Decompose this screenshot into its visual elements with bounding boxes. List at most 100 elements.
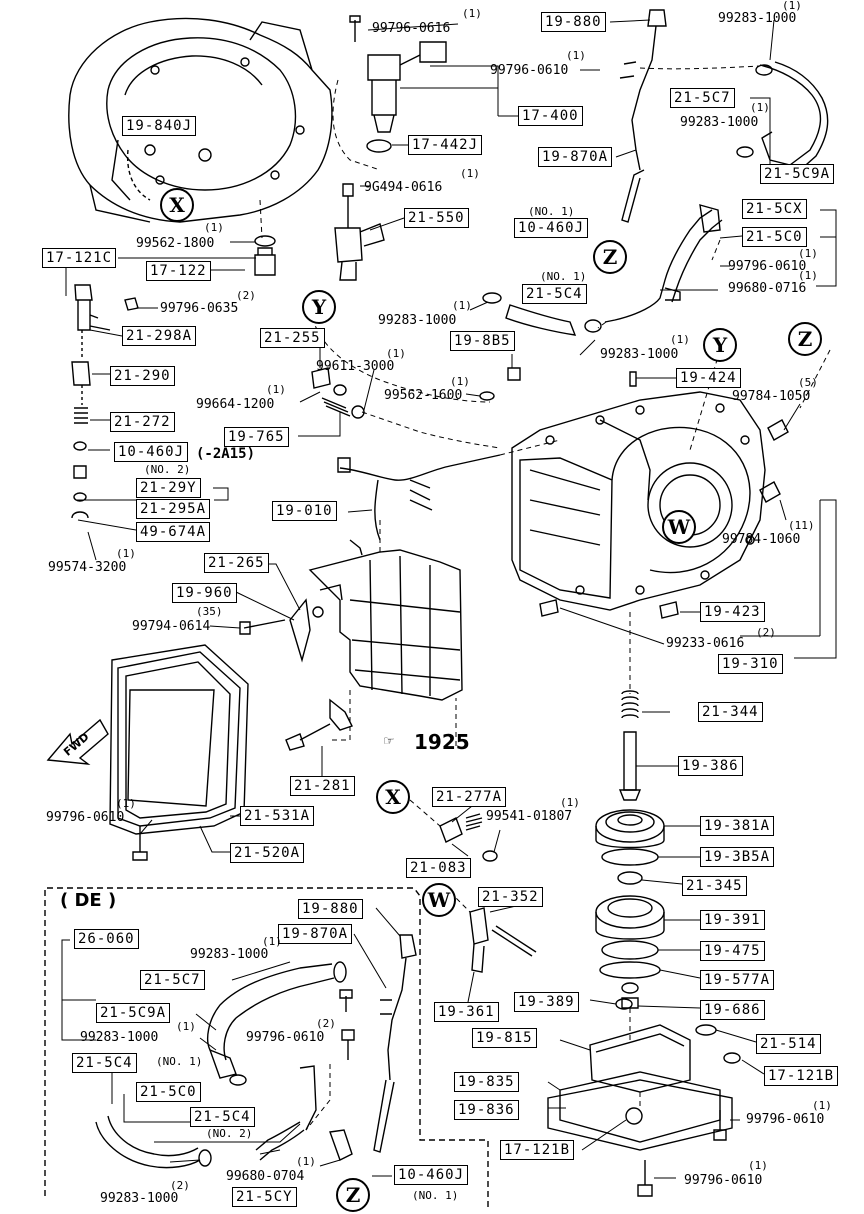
part-99794-0614: 99794-0614: [132, 619, 211, 634]
callout-z[interactable]: Z: [593, 240, 627, 274]
qty: (1): [798, 269, 818, 282]
ref-19-815[interactable]: 19-815: [472, 1028, 537, 1048]
qty: (1): [812, 1099, 832, 1112]
ref-19-391[interactable]: 19-391: [700, 910, 765, 930]
ref-19-577a[interactable]: 19-577A: [700, 970, 775, 990]
part-99680-0716: 99680-0716: [728, 281, 807, 296]
qty: (2): [756, 626, 776, 639]
qty: (1): [748, 1159, 768, 1172]
hand-pointer-icon: ☞: [384, 731, 394, 750]
qty: (1): [462, 7, 482, 20]
qty: (1): [460, 167, 480, 180]
ref-19-840j[interactable]: 19-840J: [122, 116, 197, 136]
ref-17-442j[interactable]: 17-442J: [408, 135, 483, 155]
callout-x[interactable]: X: [160, 188, 194, 222]
ref-17-400[interactable]: 17-400: [518, 106, 583, 126]
ref-19-836[interactable]: 19-836: [454, 1100, 519, 1120]
ref-21-083[interactable]: 21-083: [406, 858, 471, 878]
ref-21-5c7-de[interactable]: 21-5C7: [140, 970, 205, 990]
fwd-arrow-drawing: [48, 720, 108, 764]
ref-1925[interactable]: 1925: [414, 730, 470, 754]
callout-w-case[interactable]: W: [662, 510, 696, 544]
ref-21-550[interactable]: 21-550: [404, 208, 469, 228]
part-99574-3200: 99574-3200: [48, 560, 127, 575]
ref-19-835[interactable]: 19-835: [454, 1072, 519, 1092]
ref-17-121b-b[interactable]: 17-121B: [500, 1140, 575, 1160]
part-99784-1060: 99784-1060: [722, 532, 801, 547]
ref-21-277a[interactable]: 21-277A: [432, 787, 507, 807]
ref-17-122[interactable]: 17-122: [146, 261, 211, 281]
ref-17-121c[interactable]: 17-121C: [42, 248, 117, 268]
ref-19-475[interactable]: 19-475: [700, 941, 765, 961]
ref-19-765[interactable]: 19-765: [224, 427, 289, 447]
ref-21-265[interactable]: 21-265: [204, 553, 269, 573]
ref-21-520a[interactable]: 21-520A: [230, 843, 305, 863]
ref-26-060[interactable]: 26-060: [74, 929, 139, 949]
ref-21-344[interactable]: 21-344: [698, 702, 763, 722]
ref-21-514[interactable]: 21-514: [756, 1034, 821, 1054]
ref-49-674a[interactable]: 49-674A: [136, 522, 211, 542]
ref-21-5c9a-de[interactable]: 21-5C9A: [96, 1003, 171, 1023]
part-99796-0610-b: 99796-0610: [728, 259, 807, 274]
oil-pan-drawing: [110, 645, 248, 860]
qty: (1): [798, 247, 818, 260]
ref-19-880-de[interactable]: 19-880: [298, 899, 363, 919]
ref-21-345[interactable]: 21-345: [682, 876, 747, 896]
ref-19-423[interactable]: 19-423: [700, 602, 765, 622]
callout-w-parts[interactable]: W: [422, 883, 456, 917]
ref-19-389[interactable]: 19-389: [514, 992, 579, 1012]
ref-10-460j-de[interactable]: 10-460J: [394, 1165, 469, 1185]
callout-x-parts[interactable]: X: [376, 780, 410, 814]
callout-y-case[interactable]: Y: [703, 328, 737, 362]
ref-21-5c0-de[interactable]: 21-5C0: [136, 1082, 201, 1102]
callout-z-de[interactable]: Z: [336, 1178, 370, 1212]
left-column-parts: [72, 235, 276, 518]
ref-21-272[interactable]: 21-272: [110, 412, 175, 432]
ref-19-361[interactable]: 19-361: [434, 1002, 499, 1022]
part-99562-1600: 99562-1600: [384, 388, 463, 403]
ref-19-8b5[interactable]: 19-8B5: [450, 331, 515, 351]
ref-21-5c0-top[interactable]: 21-5C0: [742, 227, 807, 247]
ref-21-298a[interactable]: 21-298A: [122, 326, 197, 346]
callout-y[interactable]: Y: [302, 290, 336, 324]
ref-19-010[interactable]: 19-010: [272, 501, 337, 521]
ref-10-460j-mid[interactable]: 10-460J: [114, 442, 189, 462]
ref-19-424[interactable]: 19-424: [676, 368, 741, 388]
note-no2: (NO. 2): [144, 463, 191, 476]
ref-21-281[interactable]: 21-281: [290, 776, 355, 796]
callout-z-case[interactable]: Z: [788, 322, 822, 356]
qty: (1): [452, 299, 472, 312]
ref-21-29y[interactable]: 21-29Y: [136, 478, 201, 498]
qty: (1): [782, 0, 802, 12]
ref-19-960[interactable]: 19-960: [172, 583, 237, 603]
qty: (1): [116, 547, 136, 560]
part-99562-1800: 99562-1800: [136, 236, 215, 251]
ref-21-290[interactable]: 21-290: [110, 366, 175, 386]
ref-19-870a-de[interactable]: 19-870A: [278, 924, 353, 944]
ref-21-5cy[interactable]: 21-5CY: [232, 1187, 297, 1207]
ref-10-460j-top[interactable]: 10-460J: [514, 218, 589, 238]
ref-21-5c7-top[interactable]: 21-5C7: [670, 88, 735, 108]
ref-19-880-top[interactable]: 19-880: [541, 12, 606, 32]
ref-19-381a[interactable]: 19-381A: [700, 816, 775, 836]
ref-19-870a-top[interactable]: 19-870A: [538, 147, 613, 167]
ref-21-255[interactable]: 21-255: [260, 328, 325, 348]
part-99796-0610-c: 99796-0610: [46, 810, 125, 825]
ref-21-531a[interactable]: 21-531A: [240, 806, 315, 826]
ref-21-5c9a-top[interactable]: 21-5C9A: [760, 164, 835, 184]
ref-21-5c4-top[interactable]: 21-5C4: [522, 284, 587, 304]
ref-17-121b-a[interactable]: 17-121B: [764, 1066, 839, 1086]
ref-21-5c4-de-no2[interactable]: 21-5C4: [190, 1107, 255, 1127]
ref-21-5c4-de[interactable]: 21-5C4: [72, 1053, 137, 1073]
qty: (1): [262, 935, 282, 948]
qty: (2): [170, 1179, 190, 1192]
ref-21-352[interactable]: 21-352: [478, 887, 543, 907]
ref-19-310[interactable]: 19-310: [718, 654, 783, 674]
ref-19-686[interactable]: 19-686: [700, 1000, 765, 1020]
ref-21-5cx[interactable]: 21-5CX: [742, 199, 807, 219]
ref-19-386[interactable]: 19-386: [678, 756, 743, 776]
ref-21-295a[interactable]: 21-295A: [136, 499, 211, 519]
speed-sensor-drawing: [350, 16, 446, 153]
ref-19-385a[interactable]: 19-3B5A: [700, 847, 775, 867]
part-99680-0704: 99680-0704: [226, 1169, 305, 1184]
